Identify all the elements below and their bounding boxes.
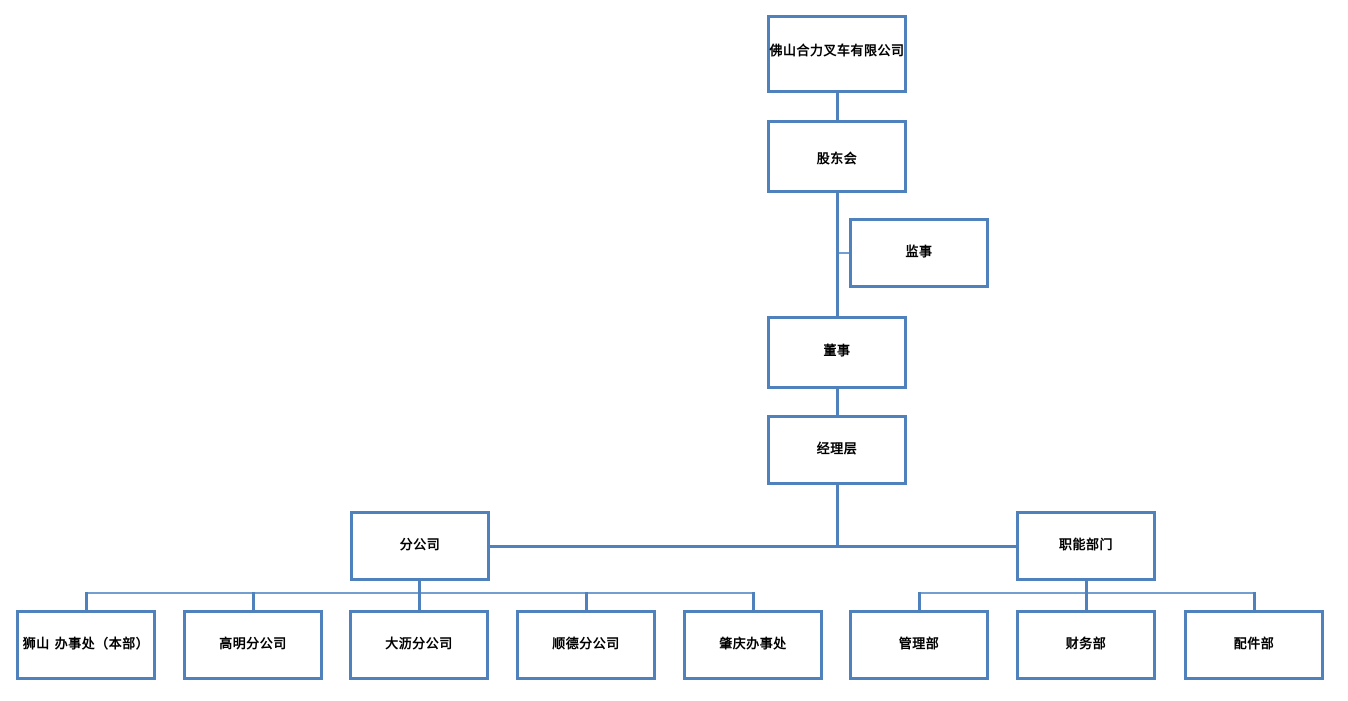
connector-shareholders-to-director bbox=[836, 193, 839, 316]
node-shareholders[interactable]: 股东会 bbox=[767, 120, 907, 193]
node-branch-child-0-label: 狮山 办事处（本部） bbox=[22, 636, 150, 652]
connector-riser-dali bbox=[418, 592, 421, 611]
node-management-label: 经理层 bbox=[816, 441, 858, 457]
node-branch-child-2[interactable]: 大沥分公司 bbox=[349, 610, 489, 680]
node-functional-child-0[interactable]: 管理部 bbox=[849, 610, 989, 680]
node-company-label: 佛山合力叉车有限公司 bbox=[769, 44, 905, 59]
node-supervisor-label: 监事 bbox=[905, 244, 933, 260]
connector-management-drop bbox=[836, 485, 839, 547]
connector-company-to-shareholders bbox=[836, 93, 839, 120]
node-branch[interactable]: 分公司 bbox=[350, 511, 490, 581]
node-branch-child-4-label: 肇庆办事处 bbox=[719, 636, 787, 652]
node-branch-child-2-label: 大沥分公司 bbox=[385, 636, 453, 652]
node-management[interactable]: 经理层 bbox=[767, 415, 907, 485]
node-branch-child-4[interactable]: 肇庆办事处 bbox=[683, 610, 823, 680]
node-branch-label: 分公司 bbox=[399, 537, 441, 553]
connector-functional-drop bbox=[1085, 580, 1088, 594]
node-director-label: 董事 bbox=[823, 344, 851, 360]
connector-riser-shunde bbox=[585, 592, 588, 611]
node-functional-child-1[interactable]: 财务部 bbox=[1016, 610, 1156, 680]
connector-riser-caiwu bbox=[1085, 592, 1088, 611]
connector-riser-gaoming bbox=[252, 592, 255, 611]
node-director[interactable]: 董事 bbox=[767, 316, 907, 389]
node-functional-child-0-label: 管理部 bbox=[898, 636, 940, 652]
connector-riser-shishan bbox=[85, 592, 88, 611]
node-functional-child-2[interactable]: 配件部 bbox=[1184, 610, 1324, 680]
node-branch-child-1[interactable]: 高明分公司 bbox=[183, 610, 323, 680]
node-shareholders-label: 股东会 bbox=[816, 152, 858, 167]
node-functional-child-1-label: 财务部 bbox=[1065, 636, 1107, 652]
node-branch-child-3[interactable]: 顺德分公司 bbox=[516, 610, 656, 680]
connector-branch-to-functional-bus bbox=[488, 545, 1017, 548]
node-branch-child-3-label: 顺德分公司 bbox=[552, 636, 620, 652]
connector-riser-peijian bbox=[1253, 592, 1256, 611]
node-functional-label: 职能部门 bbox=[1058, 537, 1113, 553]
node-company[interactable]: 佛山合力叉车有限公司 bbox=[767, 15, 907, 93]
connector-branch-drop bbox=[418, 580, 421, 594]
node-branch-child-1-label: 高明分公司 bbox=[219, 636, 287, 652]
node-supervisor[interactable]: 监事 bbox=[849, 218, 989, 288]
connector-riser-zhaoqing bbox=[752, 592, 755, 611]
connector-trunk-to-supervisor bbox=[839, 252, 850, 254]
connector-riser-guanli bbox=[918, 592, 921, 611]
node-branch-child-0[interactable]: 狮山 办事处（本部） bbox=[16, 610, 156, 680]
node-functional[interactable]: 职能部门 bbox=[1016, 511, 1156, 581]
node-functional-child-2-label: 配件部 bbox=[1233, 636, 1275, 652]
connector-director-to-management bbox=[836, 389, 839, 415]
